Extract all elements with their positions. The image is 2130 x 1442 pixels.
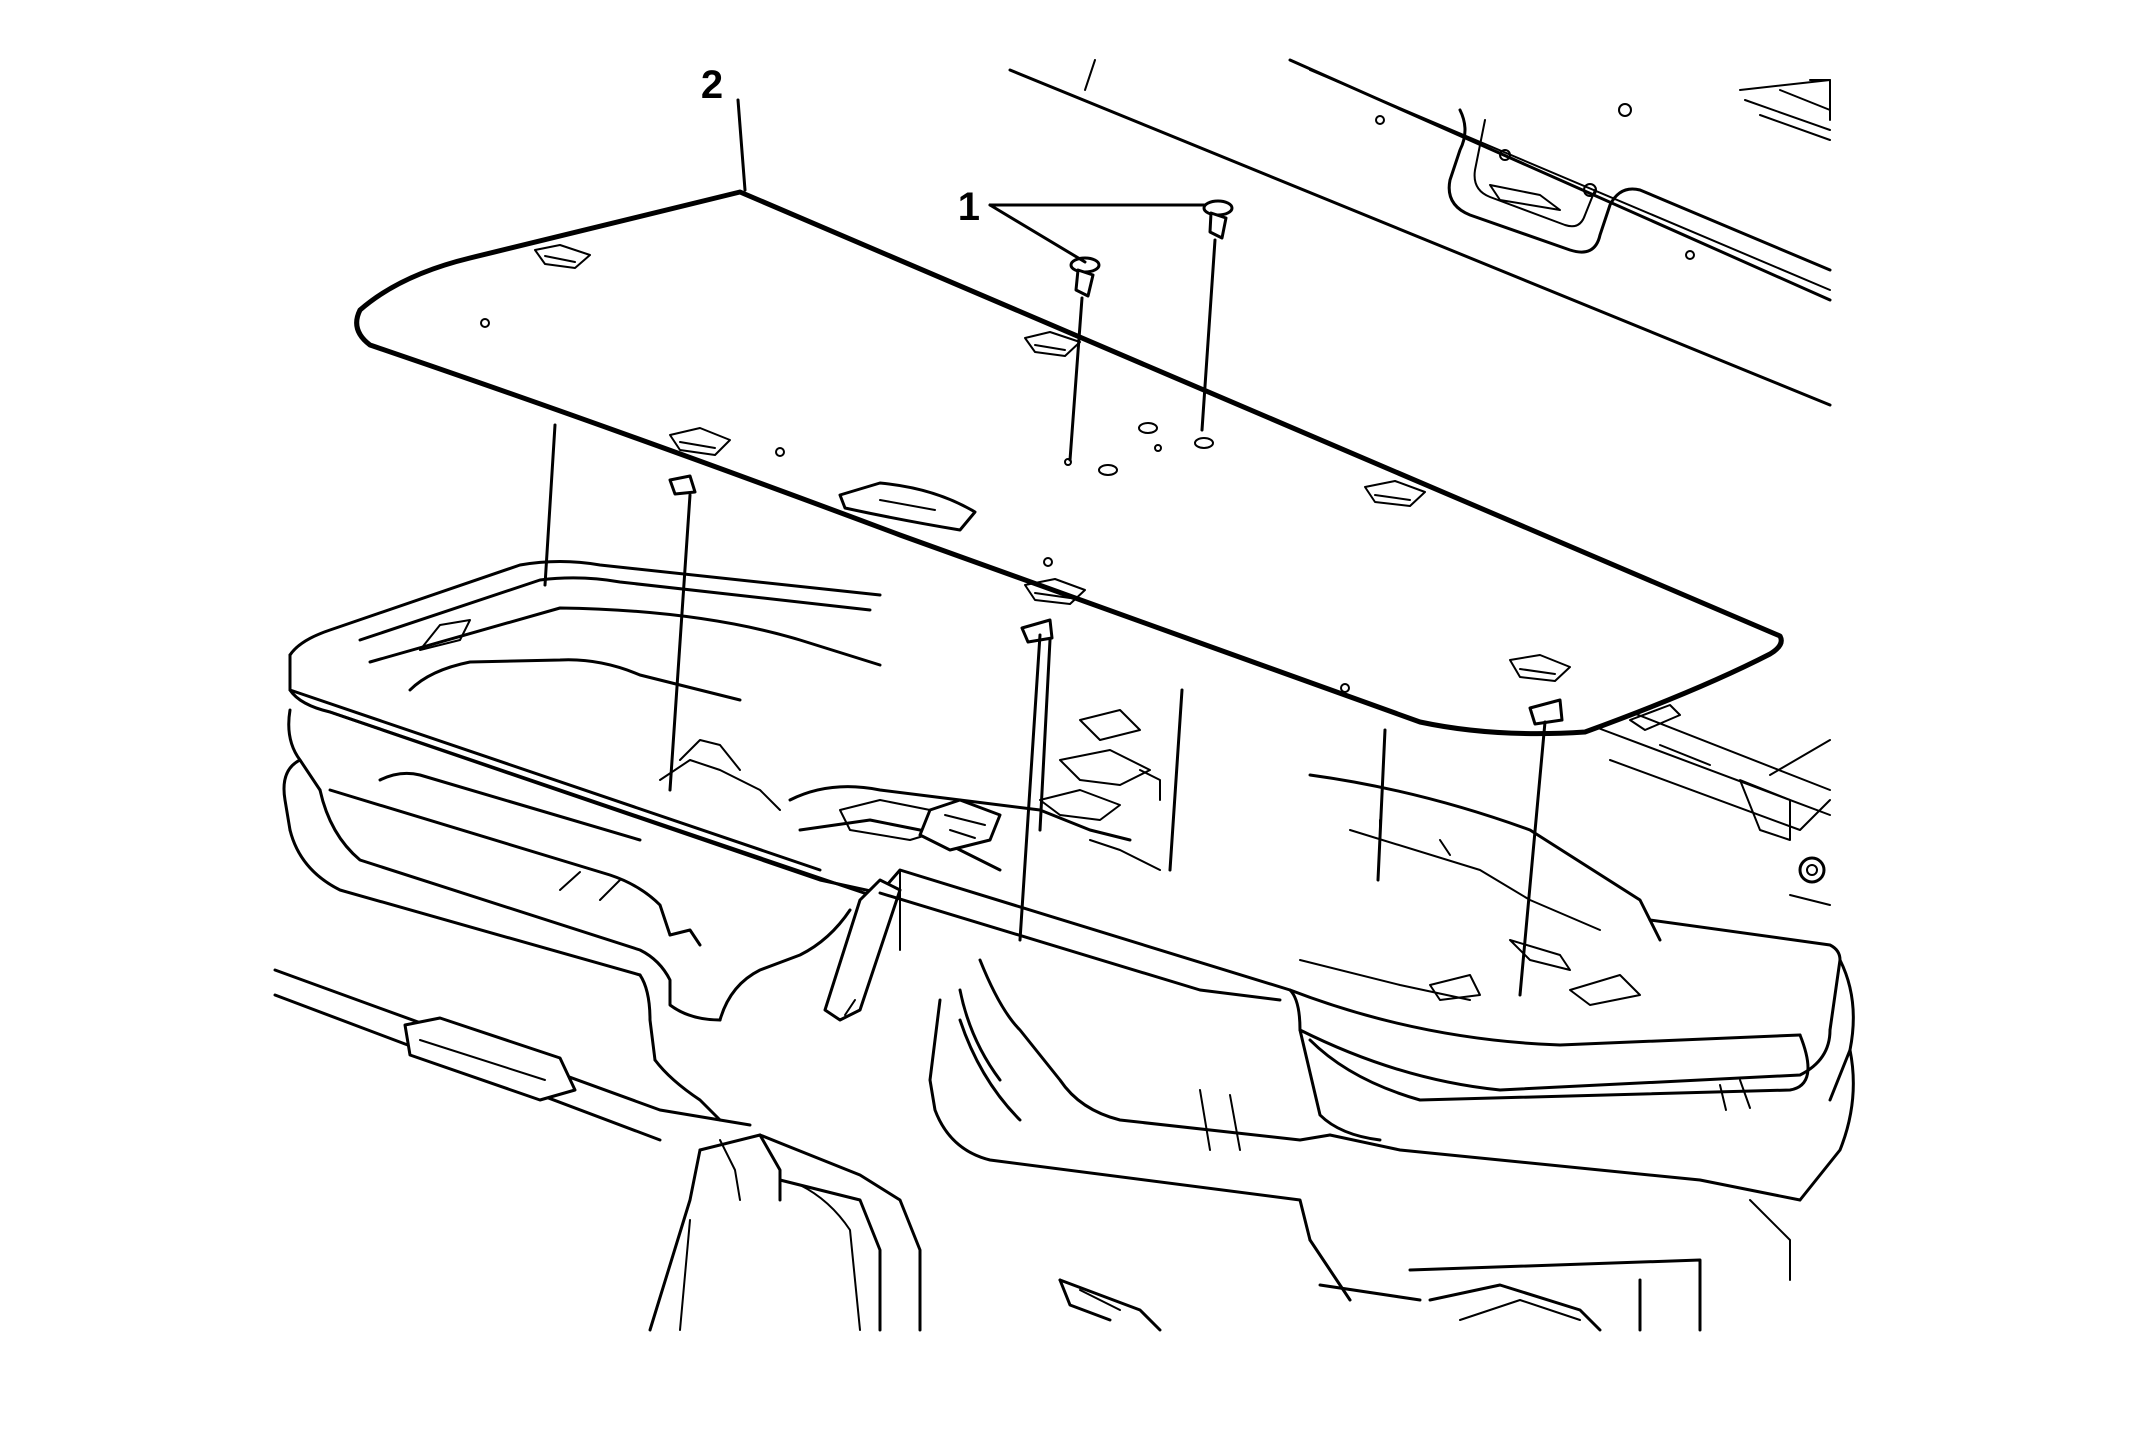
fastener-group — [1068, 199, 1234, 462]
rear-seat-back-assembly — [273, 560, 1855, 1332]
vehicle-body-structure — [1008, 58, 1832, 906]
callout-leaders — [736, 98, 1207, 264]
installation-lines — [543, 423, 1547, 997]
load-floor-panel — [354, 189, 1784, 737]
callout-1-label: 1 — [958, 185, 980, 229]
fastener-left — [1068, 256, 1101, 462]
fastener-right — [1200, 199, 1234, 432]
callout-2-label: 2 — [701, 63, 723, 107]
